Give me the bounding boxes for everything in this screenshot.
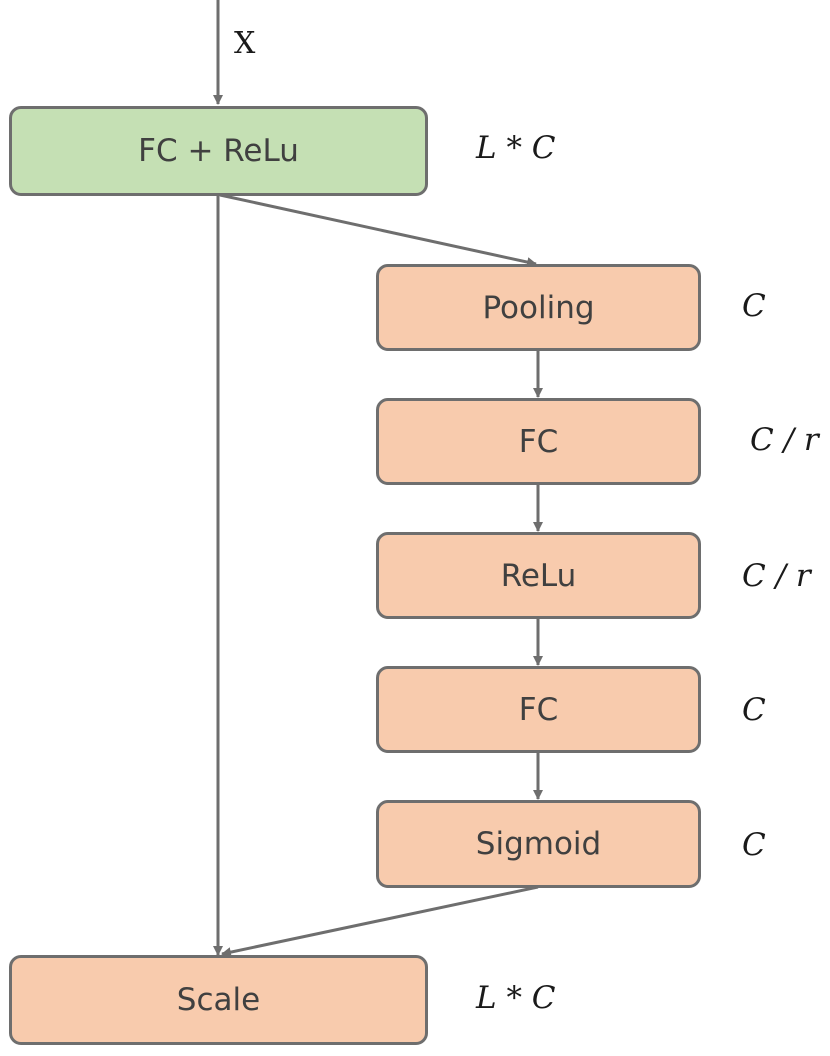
sigmoid-label: Sigmoid bbox=[475, 826, 602, 862]
scale-label: Scale bbox=[176, 982, 261, 1018]
fc-relu-block: FC + ReLu bbox=[9, 106, 428, 196]
relu-block: ReLu bbox=[376, 532, 701, 619]
fc-2-label: FC bbox=[518, 691, 559, 728]
pooling-dimension: C bbox=[742, 288, 766, 324]
fc-1-dimension: C / r bbox=[750, 422, 819, 458]
fc-1-label: FC bbox=[518, 423, 559, 460]
pooling-label: Pooling bbox=[482, 289, 595, 326]
input-label: X bbox=[234, 26, 256, 61]
fc-block-1: FC bbox=[376, 398, 701, 485]
relu-dimension: C / r bbox=[742, 558, 811, 594]
fc-block-2: FC bbox=[376, 666, 701, 753]
sigmoid-dimension: C bbox=[742, 827, 766, 863]
fc-relu-label: FC + ReLu bbox=[138, 133, 299, 169]
relu-label: ReLu bbox=[500, 557, 577, 594]
scale-dimension: L * C bbox=[476, 980, 556, 1016]
arrow-sigmoid-to-scale bbox=[221, 885, 539, 958]
scale-block: Scale bbox=[9, 955, 428, 1045]
fc-2-dimension: C bbox=[742, 692, 766, 728]
arrow-fc-relu-to-pooling bbox=[219, 193, 537, 267]
pooling-block: Pooling bbox=[376, 264, 701, 351]
fc-relu-dimension: L * C bbox=[476, 130, 556, 166]
sigmoid-block: Sigmoid bbox=[376, 800, 701, 888]
